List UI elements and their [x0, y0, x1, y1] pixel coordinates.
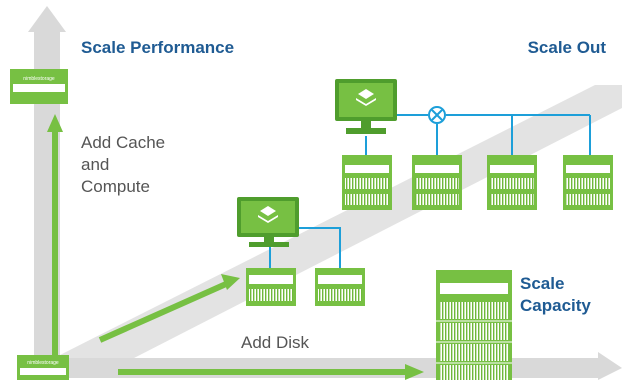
storage-array-icon	[412, 155, 462, 210]
brand-text: nimblestorage	[23, 76, 55, 82]
up-arrow	[47, 114, 63, 355]
monitor-icon	[335, 79, 397, 134]
scale-performance-label: Scale Performance	[81, 38, 235, 57]
right-arrow	[118, 364, 424, 380]
scale-capacity-line1: Scale	[520, 274, 565, 293]
diagonal-arrow	[98, 274, 240, 343]
scale-capacity-line2: Capacity	[520, 296, 591, 315]
scale-out-label: Scale Out	[527, 38, 606, 57]
storage-controller-bottom: nimblestorage	[17, 355, 69, 380]
top-connectors	[365, 114, 591, 155]
storage-array-icon	[315, 268, 365, 306]
storage-array-icon	[342, 155, 392, 210]
add-cache-compute-label: Add Cache and Compute	[81, 132, 165, 198]
storage-controller-top: nimblestorage	[10, 69, 68, 104]
network-switch-icon	[428, 106, 446, 124]
storage-array-icon	[487, 155, 537, 210]
storage-array-icon	[246, 268, 296, 306]
vertical-axis	[28, 6, 66, 380]
add-cache-line3: Compute	[81, 177, 150, 196]
add-cache-line1: Add Cache	[81, 133, 166, 152]
storage-array-icon	[563, 155, 613, 210]
add-cache-line2: and	[81, 155, 110, 174]
brand-text: nimblestorage	[27, 360, 59, 366]
storage-capacity-stack	[436, 270, 512, 380]
add-disk-label: Add Disk	[241, 333, 310, 352]
monitor-icon	[237, 197, 299, 247]
scale-capacity-label: Scale Capacity	[520, 273, 591, 317]
